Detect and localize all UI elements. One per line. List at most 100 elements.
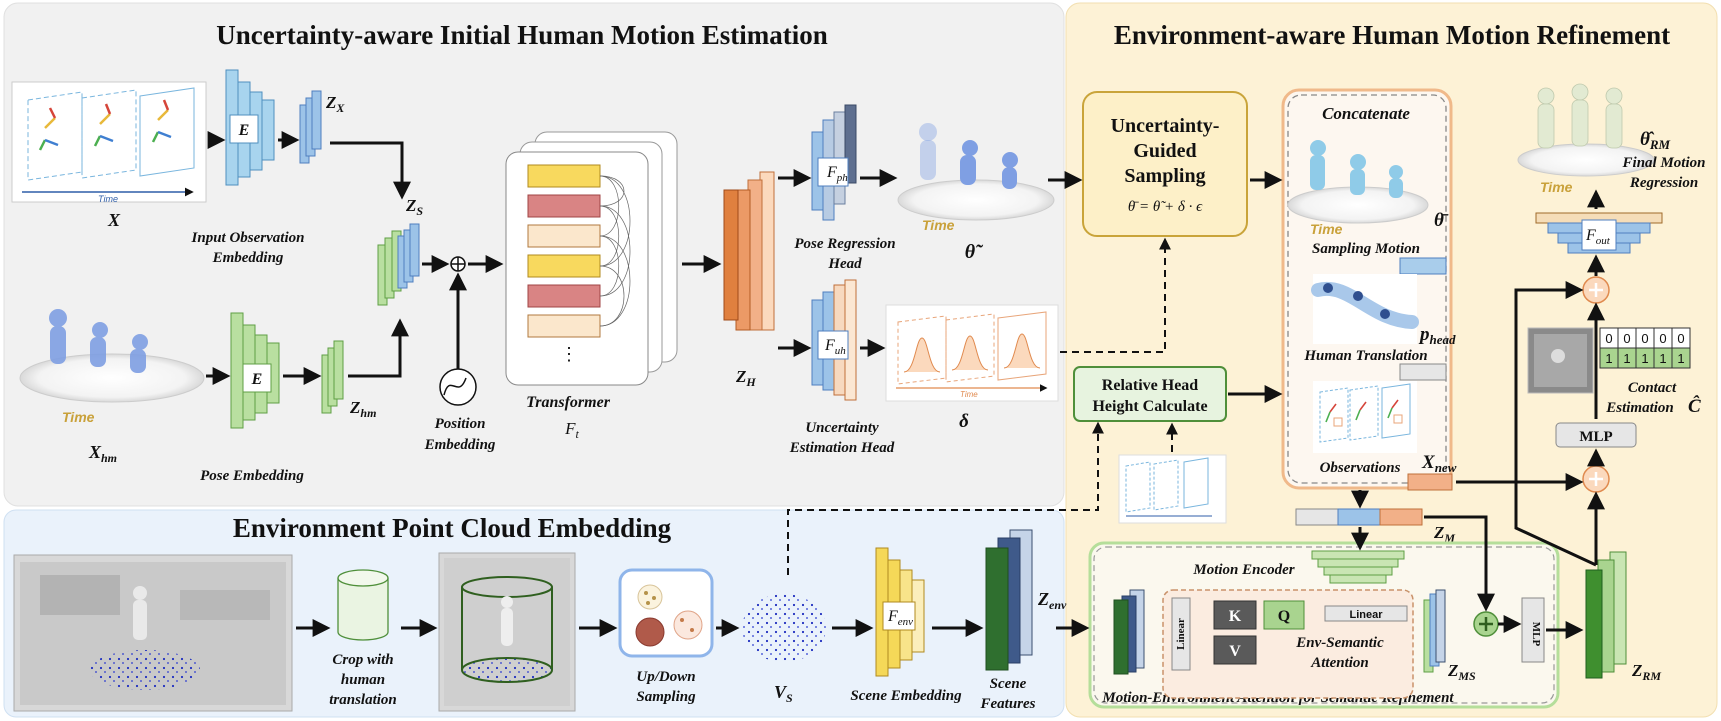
final-label-2: Regression [1629,175,1698,191]
zs-feature-block [377,223,420,306]
human-motion-input-image: Time [19,309,205,425]
contact-cell-value: 0 [1659,331,1666,346]
vs-label: VS [774,682,793,705]
mlp-label: MLP [1579,429,1612,445]
crop-label-3: translation [329,692,397,708]
x-new-token [1407,473,1453,491]
contact-label-2: Estimation [1605,400,1674,416]
scene-embedding-label: Scene Embedding [850,688,962,704]
zenv-copy-block [1113,589,1145,675]
fout-block: Fout [1535,212,1663,254]
linear-vertical-label: Linear [1175,618,1187,650]
sampling-motion-label: Sampling Motion [1312,241,1420,257]
updown-label-2: Sampling [636,689,696,705]
time-label: Time [1310,221,1343,237]
zx-feature-block [299,90,322,164]
contact-cell-value: 0 [1623,331,1630,346]
contact-cell-value: 1 [1659,351,1666,366]
crop-label-1: Crop with [332,652,393,668]
unc-head-label-2: Estimation Head [789,440,895,456]
cropped-scene-image [438,552,576,712]
ugs-label-2: Guided [1133,140,1196,162]
sampling-motion-token [1399,257,1447,275]
zms-feature-block [1423,589,1446,673]
pose-head-label-2: Head [827,256,862,272]
observations-image [1313,381,1417,453]
updown-label-1: Up/Down [636,669,695,685]
scene-image [13,554,293,712]
time-label: Time [1540,179,1573,195]
zm-token-row [1295,508,1423,526]
query-block [1263,600,1305,630]
linear-horizontal-label: Linear [1349,609,1383,621]
ugs-label-1: Uncertainty- [1111,115,1220,137]
transformer-label: Transformer [526,394,611,411]
contact-cell-value: 1 [1677,351,1684,366]
delta-label: δ [959,411,969,432]
motion-encoder-label: Motion Encoder [1192,562,1294,578]
input-obs-label-2: Embedding [212,250,284,266]
final-label-1: Final Motion [1622,155,1706,171]
contact-cell-value: 0 [1605,331,1612,346]
fph-label: Fph [826,164,848,184]
dashed-arrows [787,237,1178,575]
fuh-label: Fuh [824,337,846,357]
input-observation-image: Time [11,81,207,204]
time-label: Time [98,194,118,204]
zenv-label: Zenv [1037,589,1067,612]
contact-cell-value: 1 [1641,351,1648,366]
encoder-e-label: E [238,122,250,139]
updown-sampling-icon [618,568,714,658]
time-label: Time [960,390,978,399]
ugs-label-3: Sampling [1124,165,1205,187]
scene-features-label-1: Scene [990,676,1027,692]
zrm-feature-block [1585,551,1627,679]
uncertainty-guided-sampling-box [1082,91,1248,237]
rel-head-label-1: Relative Head [1102,377,1199,394]
contact-cell-value: 1 [1605,351,1612,366]
transformer-block: ⋮ [505,131,678,386]
crop-label-2: human [341,672,385,688]
zrm-label: ZRM [1631,661,1661,683]
concatenate-label: Concatenate [1322,104,1410,123]
query-label: Q [1278,608,1290,625]
pos-emb-label-1: Position [435,416,486,432]
x-label: X [107,210,121,230]
env-sem-label-2: Attention [1310,655,1369,671]
zh-feature-block [723,171,775,331]
mlp-block [1555,422,1637,448]
c-hat-label: Ĉ [1688,395,1701,417]
initial-section-title: Uncertainty-aware Initial Human Motion E… [216,20,827,50]
pose-head-label-1: Pose Regression [794,236,895,252]
contact-label-1: Contact [1628,380,1677,396]
unc-head-label-1: Uncertainty [805,420,879,436]
pose-encoder-block: E [230,312,280,429]
uncertainty-head-block: Fuh [811,279,857,401]
key-label: K [1229,608,1242,625]
contact-cell [1671,347,1691,369]
env-section-title: Environment Point Cloud Embedding [233,513,672,543]
flow-arrows [206,131,1605,639]
input-obs-label-1: Input Observation [191,230,305,246]
pose-regression-head-block: Fph [811,104,857,221]
fout-label: Fout [1585,227,1611,247]
contact-cell-value: 0 [1641,331,1648,346]
ellipsis: ⋮ [560,344,578,364]
contact-estimation-image [1527,327,1594,394]
key-block [1213,600,1257,630]
contact-cell-value: 1 [1623,351,1630,366]
human-translation-image [1311,274,1419,344]
observation-encoder-block: E [225,69,275,186]
zms-label: ZMS [1447,661,1476,683]
sampling-motion-image: Time [1287,140,1429,237]
linear-vertical-block [1171,597,1191,671]
p-head-label: phead [1418,324,1456,347]
rel-head-label-2: Height Calculate [1092,398,1207,415]
zh-label: ZH [735,367,756,389]
x-new-label: Xnew [1421,452,1457,475]
final-motion-image: Time [1517,83,1655,195]
point-cloud-vs [742,594,826,662]
initial-motion-image: Time [897,123,1055,233]
